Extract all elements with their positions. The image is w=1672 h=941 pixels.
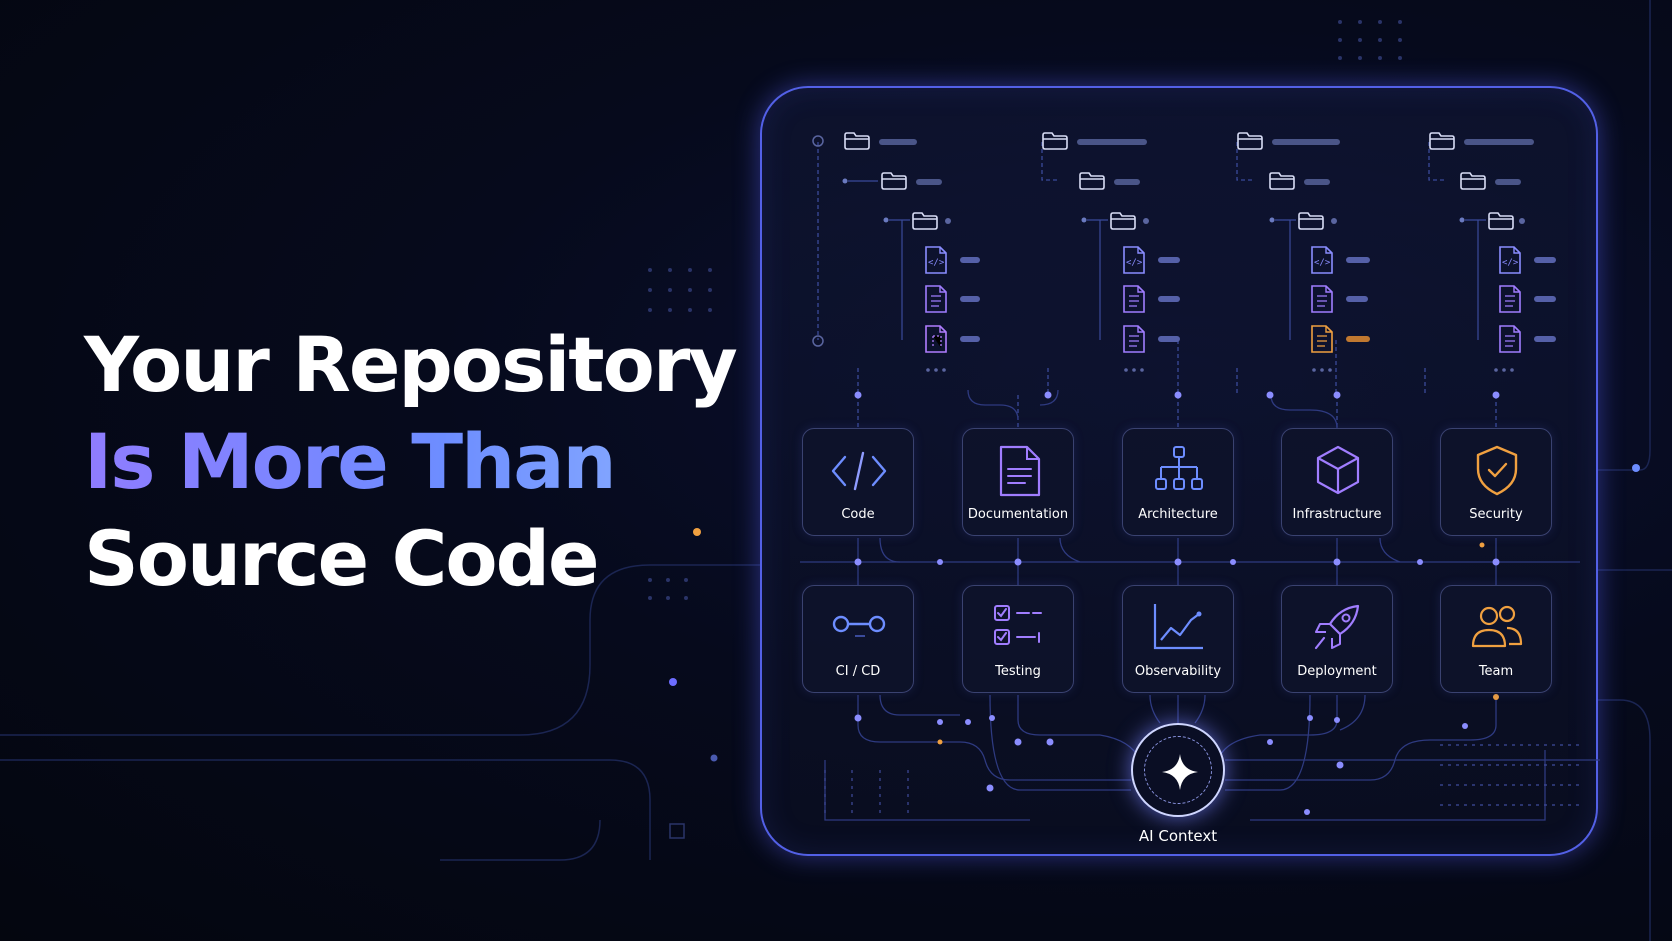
node-label: Observability	[1134, 664, 1222, 679]
node-label: Security	[1469, 507, 1523, 522]
node-documentation[interactable]: Documentation	[962, 428, 1074, 536]
node-label: Testing	[995, 664, 1041, 679]
shield-check-icon	[1476, 445, 1518, 496]
node-ci-cd[interactable]: CI / CD	[802, 585, 914, 693]
svg-text:</>: </>	[1126, 258, 1143, 268]
node-label: Documentation	[967, 507, 1069, 522]
node-architecture[interactable]: Architecture	[1122, 428, 1234, 536]
node-label: CI / CD	[835, 664, 881, 679]
node-deployment[interactable]: Deployment	[1281, 585, 1393, 693]
line-chart-icon	[1153, 604, 1203, 650]
node-label: Code	[841, 507, 875, 522]
headline-line-3: Source Code	[84, 514, 600, 603]
pipeline-icon	[832, 615, 886, 637]
cube-icon	[1316, 445, 1360, 495]
ai-context-hub[interactable]	[1131, 723, 1225, 817]
hub-label: AI Context	[1138, 827, 1218, 845]
node-label: Architecture	[1138, 507, 1218, 522]
node-label: Team	[1478, 664, 1514, 679]
rocket-icon	[1314, 604, 1360, 650]
svg-text:</>: </>	[1314, 258, 1331, 268]
hierarchy-icon	[1155, 446, 1203, 490]
node-code[interactable]: Code	[802, 428, 914, 536]
node-security[interactable]: Security	[1440, 428, 1552, 536]
headline: Your Repository Is More Than Source Code	[84, 316, 738, 607]
sparkle-icon	[1162, 754, 1198, 790]
node-observability[interactable]: Observability	[1122, 585, 1234, 693]
document-icon	[999, 445, 1041, 497]
node-testing[interactable]: Testing	[962, 585, 1074, 693]
node-team[interactable]: Team	[1440, 585, 1552, 693]
code-brackets-icon	[831, 451, 887, 491]
checklist-icon	[994, 605, 1042, 645]
node-label: Infrastructure	[1292, 507, 1382, 522]
node-infrastructure[interactable]: Infrastructure	[1281, 428, 1393, 536]
svg-text:</>: </>	[1502, 258, 1519, 268]
users-icon	[1471, 605, 1523, 648]
headline-line-2: Is More Than	[84, 413, 736, 510]
svg-text:</>: </>	[928, 258, 945, 268]
hub-inner-ring	[1144, 736, 1212, 804]
headline-line-1: Your Repository	[84, 320, 738, 409]
node-label: Deployment	[1297, 664, 1377, 679]
